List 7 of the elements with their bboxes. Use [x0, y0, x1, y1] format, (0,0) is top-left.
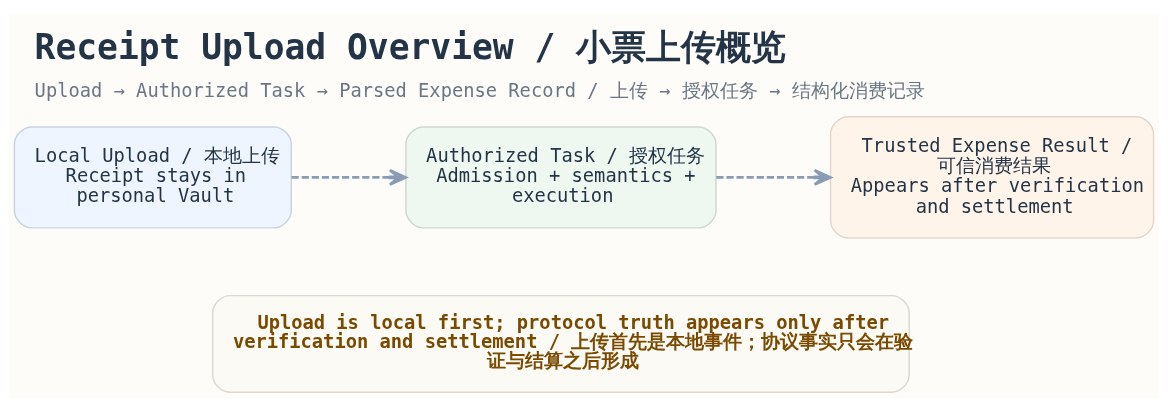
arrow [291, 168, 408, 186]
arrow [716, 168, 832, 186]
node-box: Local Upload / 本地上传 Receipt stays in personal Vault [13, 126, 292, 229]
caption: Upload → Authorized Task → Parsed Expense Record / 上传 → 授权任务 → 结构化消费记录 [34, 80, 925, 102]
node-box: Authorized Task / 授权任务 Admission + semantics + execution [405, 126, 717, 229]
node-box: Trusted Expense Result / 可信消费结果 Appears after verification and settlement [829, 116, 1155, 239]
diagram-title: Receipt Upload Overview / 小票上传概览 [34, 27, 787, 68]
